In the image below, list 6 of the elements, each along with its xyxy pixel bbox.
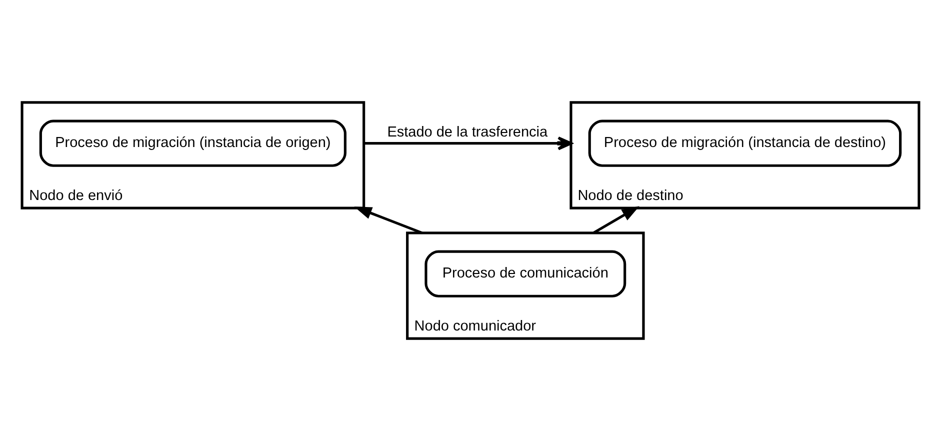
node-box: Proceso de migración (instancia de destino) xyxy=(588,120,902,167)
arrow xyxy=(364,136,572,150)
node-box: Proceso de comunicación xyxy=(424,250,626,298)
arrow xyxy=(354,206,423,234)
node-box: Proceso de migración (instancia de origen) xyxy=(39,120,346,167)
edge-label: Estado de la trasferencia xyxy=(387,124,548,140)
